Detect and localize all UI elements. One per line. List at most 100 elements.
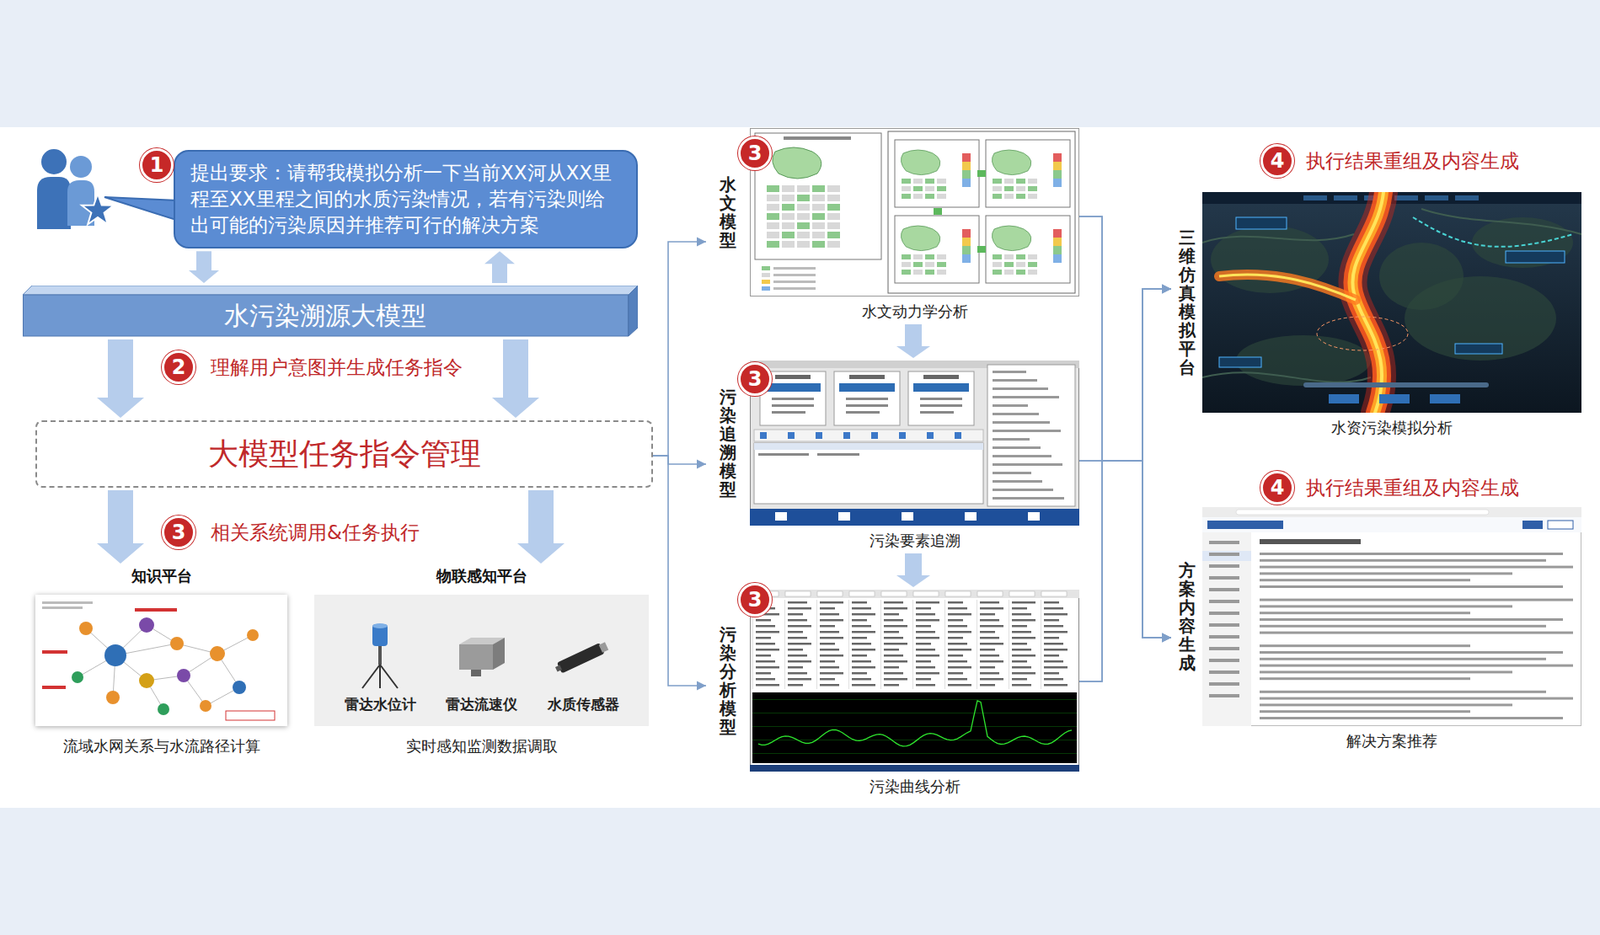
- grid-cell: [812, 203, 825, 211]
- sub-panel: [985, 139, 1071, 208]
- model-name: 水文模型: [719, 175, 737, 250]
- cell-text: [1011, 613, 1032, 616]
- user-icon: [37, 149, 114, 230]
- cell-text: [947, 636, 964, 640]
- legend-swatch: [761, 286, 771, 291]
- grid-cell: [936, 269, 947, 275]
- cell-text: [883, 678, 908, 681]
- grid-cell: [901, 193, 911, 199]
- menu-line: [1209, 658, 1240, 663]
- graph-node: [139, 673, 155, 689]
- grid-cell: [1016, 178, 1026, 184]
- cell-text: [947, 642, 968, 646]
- callout-number: 3: [738, 362, 772, 396]
- color-bar: [962, 237, 971, 247]
- cell-text: [883, 601, 904, 605]
- band-side-face: [628, 285, 638, 337]
- grid-cell: [925, 269, 935, 275]
- grid-cell: [992, 178, 1002, 184]
- simulation-platform: 三维仿真模拟平台水资污染模拟分析: [1171, 192, 1582, 439]
- cell-text: [755, 678, 776, 681]
- task-manager-box: 大模型任务指令管理: [35, 420, 653, 488]
- cell-text: [883, 613, 899, 616]
- sensor-tube: [556, 642, 605, 674]
- value-bar: [913, 383, 969, 392]
- top-band: [0, 0, 1600, 128]
- cell-text: [1011, 678, 1028, 681]
- cell-text: [883, 636, 904, 640]
- sensor-icon: [553, 619, 613, 691]
- cell-text: [883, 625, 908, 628]
- cell-text: [947, 666, 972, 669]
- tool-icon: [926, 432, 934, 439]
- cell-text: [819, 642, 835, 646]
- cell-text: [883, 607, 908, 611]
- block-arrow: [96, 490, 145, 564]
- figure-caption: 污染要素追溯: [749, 530, 1080, 552]
- connector: [652, 455, 707, 465]
- cell-text: [979, 631, 996, 634]
- cell-text: [851, 601, 867, 605]
- cell-text: [851, 642, 872, 646]
- grid-cell: [827, 203, 841, 211]
- graph-node: [199, 700, 212, 712]
- cell-text: [851, 678, 872, 681]
- cell-text: [979, 678, 1004, 681]
- doc-line: [1259, 664, 1574, 668]
- grid-cell: [766, 194, 780, 202]
- figure-caption: 污染曲线分析: [749, 776, 1080, 798]
- side-panel: [987, 364, 1076, 507]
- label-anchor: 执行结果重组及内容生成: [1305, 476, 1520, 500]
- cell-text: [1011, 666, 1032, 669]
- doc-line: [1259, 710, 1471, 713]
- cell-text: [1043, 601, 1060, 605]
- grid-cell: [1027, 193, 1038, 199]
- analysis-model: 污染分析模型污染曲线分析: [706, 589, 1080, 798]
- cell-text: [979, 648, 996, 652]
- text-line: [992, 480, 1043, 483]
- text-line: [992, 379, 1038, 382]
- cell-text: [1043, 607, 1064, 611]
- cell-text: [819, 660, 835, 664]
- graph-node: [79, 621, 93, 636]
- doc-line: [1259, 690, 1547, 694]
- cell-text: [1043, 648, 1068, 652]
- note-bar: [42, 601, 93, 605]
- grid-cell: [812, 222, 825, 230]
- menu-line: [1209, 635, 1240, 639]
- menu-line: [1209, 588, 1240, 592]
- basin: [991, 149, 1031, 176]
- value-bar: [839, 383, 895, 392]
- cell-text: [947, 678, 968, 681]
- cell-text: [1011, 619, 1036, 622]
- grid-cell: [812, 185, 825, 193]
- top-tab: [1303, 195, 1328, 201]
- cell-text: [787, 607, 812, 611]
- doc-line: [1259, 618, 1563, 621]
- cell-text: [787, 631, 803, 634]
- illustration-card: [35, 594, 288, 727]
- note-bar: [42, 606, 83, 610]
- panel: [888, 131, 1076, 294]
- cell-text: [787, 666, 803, 669]
- color-bar: [1053, 254, 1062, 263]
- cell-text: [915, 601, 940, 605]
- basin: [991, 225, 1031, 252]
- cell-text: [787, 660, 812, 664]
- text-line: [992, 395, 1060, 399]
- cell-text: [1043, 666, 1068, 669]
- cell-text: [915, 672, 940, 675]
- cell-text: [819, 631, 840, 634]
- grid-cell: [1027, 178, 1038, 184]
- sub-panel: [894, 215, 980, 284]
- label-anchor: 4: [1260, 470, 1295, 505]
- value-bar: [765, 383, 821, 392]
- cell-text: [979, 642, 1004, 646]
- color-bar: [1053, 153, 1062, 162]
- cell-text: [979, 684, 996, 687]
- solution-generator: 方案内容生成解决方案推荐: [1171, 507, 1582, 752]
- cell-text: [851, 619, 867, 622]
- text-line: [771, 404, 814, 407]
- graph-node: [71, 671, 84, 684]
- text-line: [992, 421, 1050, 424]
